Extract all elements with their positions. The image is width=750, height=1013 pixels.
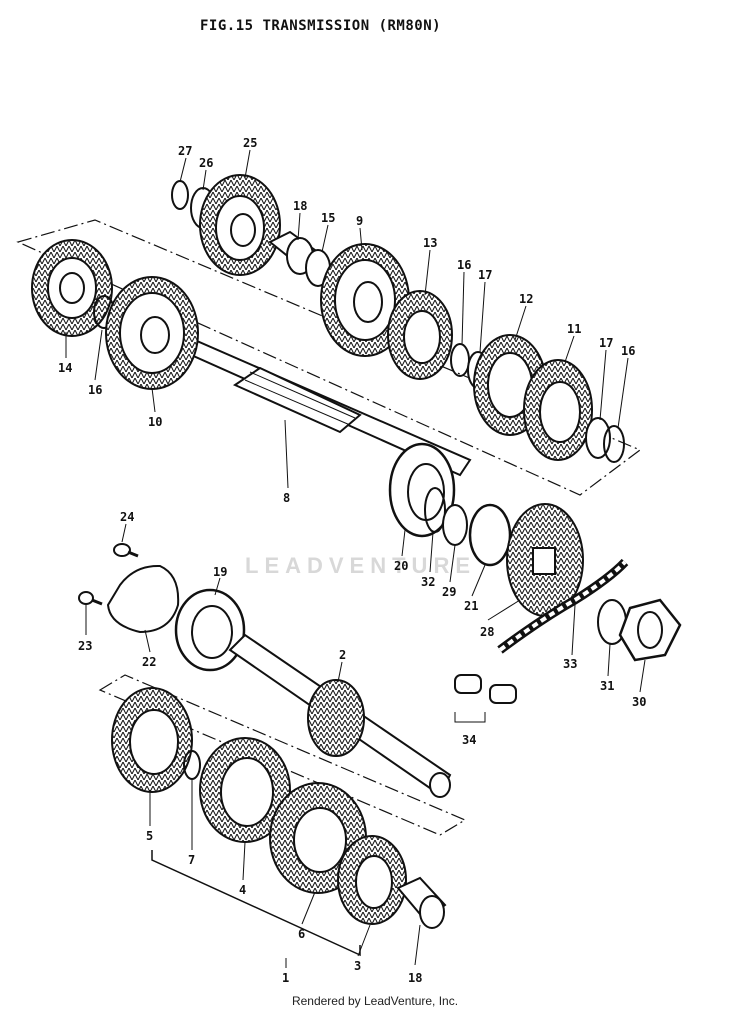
gear-11 — [523, 359, 593, 461]
bearing-19 — [174, 588, 246, 672]
callout-29: 29 — [442, 585, 456, 599]
callout-19: 19 — [213, 565, 227, 579]
gear-13 — [387, 290, 453, 380]
callout-15: 15 — [321, 211, 335, 225]
callout-24: 24 — [120, 510, 134, 524]
chain-joint-34 — [454, 674, 517, 723]
callout-33: 33 — [563, 657, 577, 671]
callout-12: 12 — [519, 292, 533, 306]
figure-title: FIG.15 TRANSMISSION (RM80N) — [200, 18, 442, 34]
callout-27: 27 — [178, 144, 192, 158]
callout-18-upper: 18 — [293, 199, 307, 213]
bearing-20 — [388, 442, 456, 538]
gear-14 — [31, 239, 113, 337]
callout-26: 26 — [199, 156, 213, 170]
callout-16-right: 16 — [621, 344, 635, 358]
screw-23 — [78, 591, 103, 606]
watermark: LEADVENTURE — [245, 553, 477, 578]
driveshaft-group-outline — [98, 674, 467, 836]
circlip-27 — [171, 180, 189, 210]
callout-5: 5 — [146, 829, 153, 843]
washer-17-right — [585, 417, 611, 459]
drive-chain-33 — [497, 558, 629, 654]
callout-11: 11 — [567, 322, 581, 336]
callout-4: 4 — [239, 883, 246, 897]
callout-16-mid: 16 — [457, 258, 471, 272]
callout-23: 23 — [78, 639, 92, 653]
callout-2: 2 — [339, 648, 346, 662]
gear-25 — [199, 174, 281, 276]
leader-lines — [65, 149, 646, 968]
circlip-16-right — [603, 425, 625, 463]
callout-8: 8 — [283, 491, 290, 505]
spacer-29 — [442, 504, 468, 546]
gear-10 — [105, 276, 199, 390]
callout-1: 1 — [282, 971, 289, 985]
oil-seal-21 — [468, 503, 512, 567]
oring-32 — [424, 487, 446, 533]
callout-14: 14 — [58, 361, 72, 375]
callout-22: 22 — [142, 655, 156, 669]
callout-20: 20 — [394, 559, 408, 573]
countershaft-group-outline — [16, 219, 642, 496]
callout-16-left: 16 — [88, 383, 102, 397]
callout-10: 10 — [148, 415, 162, 429]
callout-25: 25 — [243, 136, 257, 150]
render-credit: Rendered by LeadVenture, Inc. — [291, 994, 459, 1008]
callout-30: 30 — [632, 695, 646, 709]
callout-6: 6 — [298, 927, 305, 941]
driveshaft — [228, 633, 452, 798]
screw-24 — [113, 543, 139, 558]
callout-9: 9 — [356, 214, 363, 228]
callout-34: 34 — [462, 733, 476, 747]
callout-18-lower: 18 — [408, 971, 422, 985]
callout-31: 31 — [600, 679, 614, 693]
callout-3: 3 — [354, 959, 361, 973]
callout-7: 7 — [188, 853, 195, 867]
needle-bearing-18-lower — [396, 876, 447, 929]
callout-17-right: 17 — [599, 336, 613, 350]
callout-21: 21 — [464, 599, 478, 613]
callout-32: 32 — [421, 575, 435, 589]
sprocket-28 — [506, 503, 584, 617]
bearing-retainer-22 — [106, 564, 180, 634]
callout-13: 13 — [423, 236, 437, 250]
callout-28: 28 — [480, 625, 494, 639]
callout-17-mid: 17 — [478, 268, 492, 282]
circlip-16-mid — [450, 343, 470, 377]
nut-30 — [618, 598, 682, 662]
gear-3 — [337, 835, 407, 925]
gear-5 — [111, 687, 193, 793]
